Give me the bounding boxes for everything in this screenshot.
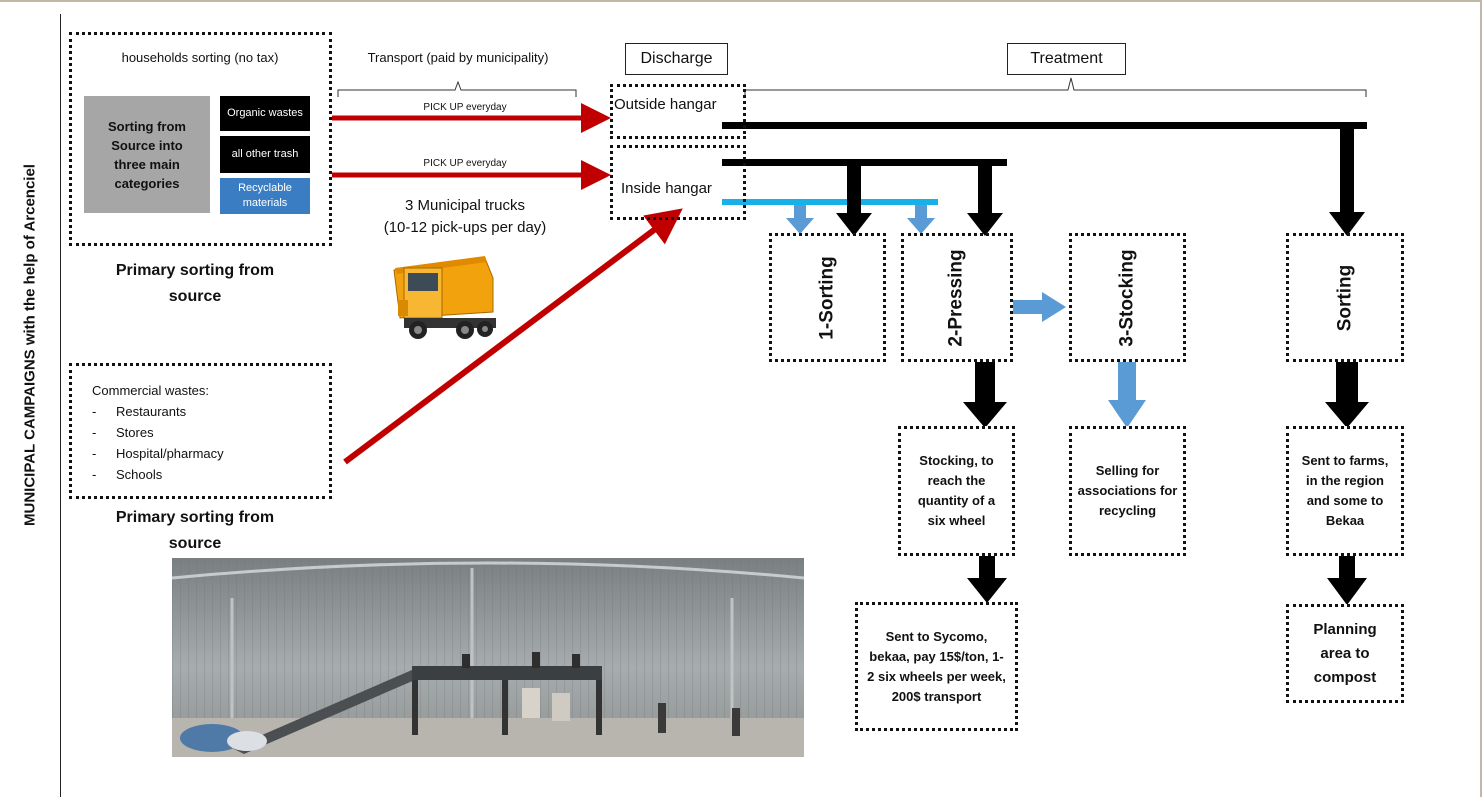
commercial-caption: Primary sorting from source (115, 509, 275, 552)
black-bar-inside (722, 159, 1007, 166)
black-bar-outside (722, 122, 1367, 129)
divider-line (60, 14, 61, 797)
organic-sorting: Sorting (1286, 233, 1404, 362)
transport-header: Transport (paid by municipality) (367, 50, 549, 65)
outside-hangar-box (610, 84, 746, 139)
farms-text: Sent to farms, in the region and some to… (1301, 453, 1389, 528)
frame-top (0, 0, 1482, 2)
step-pressing: 2-Pressing (901, 233, 1013, 362)
sorting-from-source-text: Sorting from Source into three main cate… (108, 118, 186, 191)
commercial-list: -Restaurants -Stores -Hospital/pharmacy … (92, 401, 322, 485)
step-sorting-text: 1-Sorting (816, 255, 838, 340)
list-item: -Schools (92, 467, 163, 482)
commercial-header: Commercial wastes: (92, 383, 210, 398)
sycomo-text: Sent to Sycomo, bekaa, pay 15$/ton, 1-2 … (867, 628, 1006, 704)
brace-transport (337, 80, 577, 97)
blue-arrow-2 (907, 205, 935, 234)
list-item: -Hospital/pharmacy (92, 446, 224, 461)
frame-right (1480, 0, 1482, 797)
step-sorting-box (769, 233, 886, 362)
organic-sorting-box (1286, 233, 1404, 362)
sorting-from-source-box: Sorting from Source into three main cate… (84, 96, 210, 213)
outside-hangar-label: Outside hangar (614, 96, 717, 113)
truck-icon (393, 256, 496, 339)
compost-text: Planning area to compost (1313, 620, 1377, 686)
red-arrow-commercial (343, 208, 683, 465)
inside-hangar-box (610, 145, 746, 220)
black-arrow-pressing-stock (963, 362, 1007, 428)
brace-treatment (744, 77, 1367, 97)
step-pressing-box (901, 233, 1013, 362)
category-organic: Organic wastes (220, 96, 310, 131)
black-arrow-to-sorting1 (836, 165, 872, 236)
black-arrow-to-pressing (967, 165, 1003, 236)
black-arrow-sorting-farms (1325, 362, 1369, 428)
trucks-line2: (10-12 pick-ups per day) (383, 219, 547, 236)
compost-box: Planning area to compost (1286, 604, 1404, 703)
blue-arrow-right (1013, 292, 1066, 322)
step-sorting: 1-Sorting (769, 233, 886, 362)
organic-sorting-text: Sorting (1334, 264, 1355, 331)
treatment-label: Treatment (1007, 43, 1126, 75)
pickup-label-2: PICK UP everyday (423, 158, 507, 169)
selling-text: Selling for associations for recycling (1077, 463, 1178, 518)
step-stocking-text: 3-Stocking (1116, 248, 1138, 347)
farms-box: Sent to farms, in the region and some to… (1286, 426, 1404, 556)
cyan-bar (722, 199, 938, 205)
inside-hangar-label: Inside hangar (621, 180, 712, 197)
pressing-stock-text: Stocking, to reach the quantity of a six… (917, 453, 996, 528)
category-recyclable: Recyclable materials (220, 178, 310, 214)
category-other-trash: all other trash (220, 136, 310, 173)
selling-box: Selling for associations for recycling (1069, 426, 1186, 556)
commercial-content: Commercial wastes: -Restaurants -Stores … (92, 380, 322, 485)
list-item: -Stores (92, 425, 154, 440)
pickup-label-1: PICK UP everyday (423, 102, 507, 113)
step-stocking: 3-Stocking (1069, 233, 1186, 362)
households-caption: Primary sorting from source (115, 262, 275, 305)
step-stocking-box (1069, 233, 1186, 362)
blue-arrow-down-selling (1108, 362, 1146, 428)
sycomo-box: Sent to Sycomo, bekaa, pay 15$/ton, 1-2 … (855, 602, 1018, 731)
pressing-stock-box: Stocking, to reach the quantity of a six… (898, 426, 1015, 556)
households-header: households sorting (no tax) (121, 50, 279, 65)
black-arrow-farms-compost (1327, 556, 1367, 605)
hangar-photo (172, 558, 804, 757)
black-arrow-to-sorting (1329, 128, 1365, 236)
trucks-line1: 3 Municipal trucks (404, 197, 526, 214)
step-pressing-text: 2-Pressing (946, 248, 967, 347)
commercial-box (69, 363, 332, 499)
discharge-label: Discharge (625, 43, 728, 75)
black-arrow-stock-sycomo (967, 556, 1007, 603)
blue-arrow-1 (786, 205, 814, 234)
list-item: -Restaurants (92, 404, 187, 419)
hangar-photo-drawing (172, 558, 804, 757)
